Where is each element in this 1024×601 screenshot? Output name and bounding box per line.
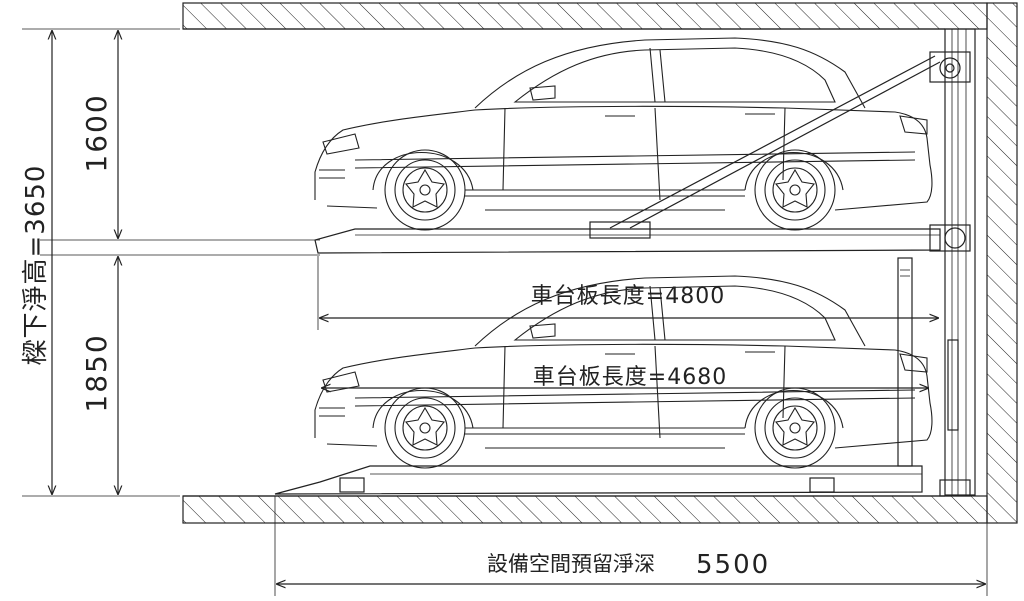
- car-length-label: 車台板長度=4680: [533, 365, 727, 390]
- upper-height-label: 1600: [80, 93, 113, 172]
- lower-height-label: 1850: [80, 333, 113, 412]
- pit-depth-value: 5500: [696, 550, 770, 580]
- lower-platform: [274, 257, 923, 495]
- upper-car: [315, 38, 932, 230]
- total-height-label: 樑下淨高=3650: [21, 165, 51, 366]
- pit-depth-label: 設備空間預留淨深: [487, 552, 655, 576]
- upper-platform: [314, 221, 941, 254]
- lift-column: [929, 28, 976, 497]
- platform-length-label: 車台板長度=4800: [531, 284, 725, 309]
